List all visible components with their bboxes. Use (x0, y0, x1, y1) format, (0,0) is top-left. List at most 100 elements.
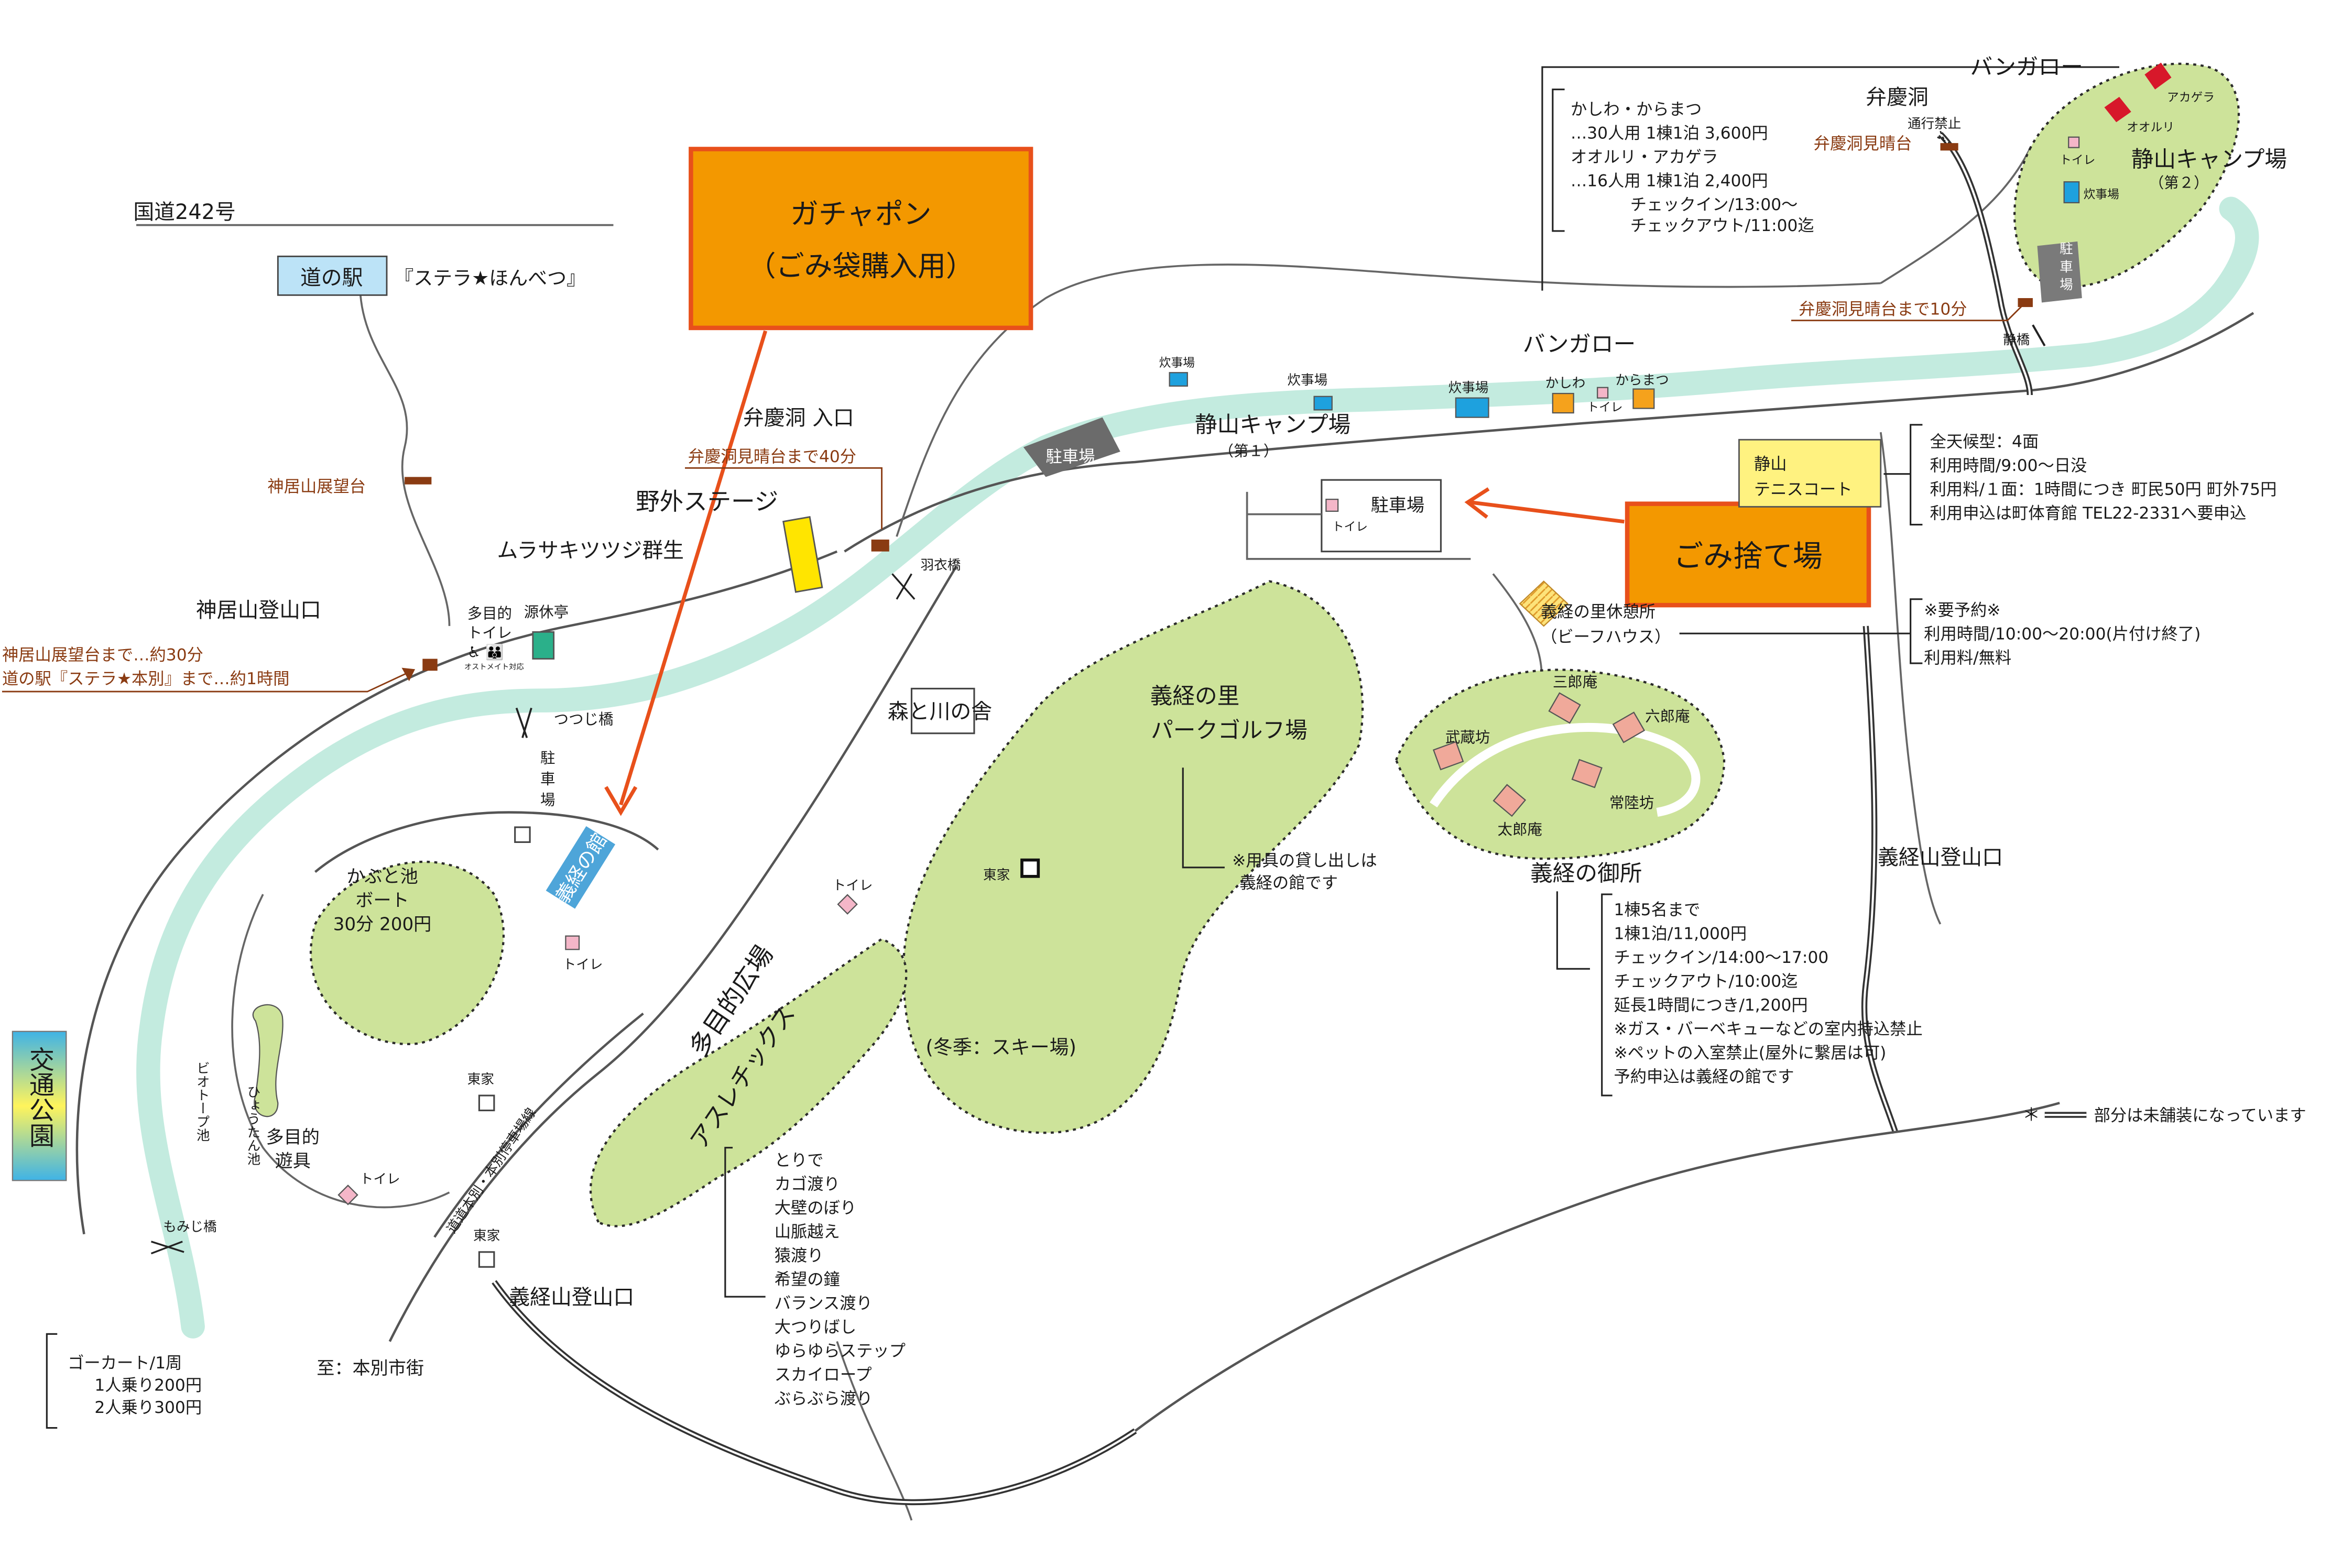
shizuka-bridge: 静橋 (2003, 332, 2030, 348)
toilet-icon-hall (565, 935, 580, 950)
park-golf-1: 義経の里 (1150, 683, 1240, 709)
kamui-lookout: 神居山展望台 (267, 477, 366, 496)
svg-text:常陸坊: 常陸坊 (1609, 794, 1654, 812)
road-kabuto-loop (231, 894, 450, 1209)
toya-west: 東家 (467, 1071, 494, 1087)
park-golf-area (902, 580, 1364, 1134)
toya-golf: 東家 (983, 868, 1010, 883)
rest-info-1: ※要予約※ (1924, 601, 2000, 620)
gokart-2: 2人乗り300円 (94, 1398, 202, 1417)
svg-text:オオルリ・アカゲラ: オオルリ・アカゲラ (1571, 148, 1718, 167)
hyoutan-label: ひょうたん池 (245, 1085, 260, 1166)
kabuto-pond (309, 860, 505, 1045)
road-kamui (358, 283, 451, 626)
toilet-label-play: トイレ (360, 1171, 400, 1187)
camp1-sub: （第１） (1219, 443, 1279, 460)
svg-text:場: 場 (540, 791, 555, 808)
bungalow-karamatsu (1632, 388, 1655, 409)
svg-text:トイレ: トイレ (1332, 520, 1368, 534)
momiji-bridge: もみじ橋 (163, 1219, 216, 1235)
kotsu-park-box (12, 1030, 67, 1181)
svg-text:炊事場: 炊事場 (2084, 188, 2119, 201)
yoshitsune-trailhead-south: 義経山登山口 (509, 1285, 634, 1309)
rest-info-2: 利用時間/10:00～20:00(片付け終了) (1924, 625, 2201, 644)
rest-house-1: 義経の里休憩所 (1541, 602, 1655, 621)
benkei-time40: 弁慶洞見晴台まで40分 (688, 447, 856, 466)
svg-text:1棟5名まで: 1棟5名まで (1614, 901, 1700, 919)
hut-hitachi (1571, 759, 1603, 788)
kabuto-line2: ボート (355, 890, 409, 911)
svg-text:六郎庵: 六郎庵 (1645, 708, 1690, 725)
azalea-label: ムラサキツツジ群生 (497, 539, 684, 563)
gachapon-arrow (619, 330, 768, 806)
toilet-icon-play (337, 1185, 358, 1205)
road-north-branch (896, 264, 1881, 537)
svg-text:駐: 駐 (540, 750, 555, 767)
garbage-callout: ごみ捨て場 (1464, 487, 1871, 608)
road-prefectural-2 (433, 1012, 644, 1238)
benkei-entrance: 弁慶洞 入口 (743, 406, 854, 430)
benkei-no-entry: 通行禁止 (1908, 116, 1961, 132)
tennis-info-1: 全天候型：4面 (1930, 433, 2039, 452)
svg-text:大つりばし: 大つりばし (775, 1318, 856, 1336)
bungalow-label-camp1: バンガロー (1523, 331, 1636, 357)
biotope-label: ビオトープ池 (194, 1061, 210, 1142)
gentaitei-building (532, 631, 555, 660)
svg-text:※ガス・バーベキューなどの室内持込禁止: ※ガス・バーベキューなどの室内持込禁止 (1614, 1019, 1922, 1038)
garbage-label: ごみ捨て場 (1673, 539, 1822, 574)
svg-text:駐車場: 駐車場 (1046, 447, 1095, 466)
svg-text:とりで: とりで (775, 1151, 824, 1170)
karamatsu-label: からまつ (1615, 372, 1669, 388)
hut-saburo (1548, 692, 1581, 724)
svg-text:チェックアウト/10:00迄: チェックアウト/10:00迄 (1614, 972, 1798, 991)
svg-text:車: 車 (540, 771, 555, 788)
benkei-lookout: 弁慶洞見晴台 (1814, 135, 1912, 153)
svg-text:武蔵坊: 武蔵坊 (1445, 729, 1490, 746)
parking-camp2 (2037, 241, 2082, 303)
svg-text:ぶらぶら渡り: ぶらぶら渡り (775, 1389, 873, 1408)
honbetsu-road-label: 道道本別・本別停車場線 (444, 1105, 539, 1236)
rest-house-building (1519, 580, 1568, 627)
svg-text:延長1時間につき/1,200円: 延長1時間につき/1,200円 (1614, 996, 1807, 1015)
road-prefectural (388, 565, 957, 1342)
parking-center (1023, 417, 1120, 477)
building-small (514, 826, 531, 843)
kamui-trail-sign (422, 659, 438, 671)
hut-taro (1493, 784, 1527, 817)
gachapon-callout: ガチャポン （ごみ袋購入用） (604, 147, 1033, 816)
kamui-lookout-marker (405, 477, 432, 485)
bungalow-oruri (2104, 96, 2131, 123)
svg-text:予約申込は義経の館です: 予約申込は義経の館です (1614, 1068, 1794, 1087)
restroom-multi-2: トイレ (467, 624, 512, 642)
michinoeki-badge: 道の駅 (300, 266, 363, 290)
mori-kawa-building (910, 687, 975, 734)
athletic-list: とりで カゴ渡り 大壁のぼり 山脈越え 猿渡り 希望の鐘 バランス渡り 大つりば… (775, 1151, 906, 1408)
svg-text:※ペットの入室禁止(屋外に繋居は可): ※ペットの入室禁止(屋外に繋居は可) (1614, 1044, 1886, 1062)
toilet-icon-plaza (837, 894, 858, 915)
kamui-trailhead: 神居山登山口 (196, 598, 321, 622)
svg-text:希望の鐘: 希望の鐘 (775, 1270, 840, 1289)
kashiwa-label: かしわ (1545, 376, 1586, 391)
road-camp2 (1880, 148, 2031, 284)
svg-text:…30人用 1棟1泊 3,600円: …30人用 1棟1泊 3,600円 (1571, 124, 1768, 143)
svg-text:バランス渡り: バランス渡り (775, 1294, 873, 1313)
parking-west: 駐 車 場 (540, 750, 555, 809)
legend-prefix: ＊ (2022, 1104, 2040, 1125)
gosho-huts: 三郎庵 六郎庵 武蔵坊 常陸坊 太郎庵 (1433, 674, 1690, 838)
tsutsuji-bridge-mark (515, 707, 532, 738)
golf-note-2: 義経の館です (1239, 874, 1338, 893)
svg-text:三郎庵: 三郎庵 (1553, 674, 1597, 691)
michinoeki-badge-box (277, 255, 388, 296)
svg-text:炊事場: 炊事場 (1287, 372, 1327, 388)
yoshitsune-hall: 義経の館 (543, 824, 617, 911)
kotsu-park-label: 交通公園 (25, 1046, 54, 1147)
benkei-lookout-marker (1940, 143, 1958, 151)
benkei-time10: 弁慶洞見晴台まで10分 (1799, 300, 1967, 319)
svg-text:アカゲラ: アカゲラ (2167, 91, 2215, 104)
toilet-icon-camp2 (2068, 136, 2080, 148)
camp2-sub: （第２） (2149, 174, 2209, 191)
wheelchair-icon: ♿ 👪 (467, 644, 504, 661)
garbage-box (1625, 501, 1871, 608)
svg-text:オオルリ: オオルリ (2127, 120, 2174, 134)
